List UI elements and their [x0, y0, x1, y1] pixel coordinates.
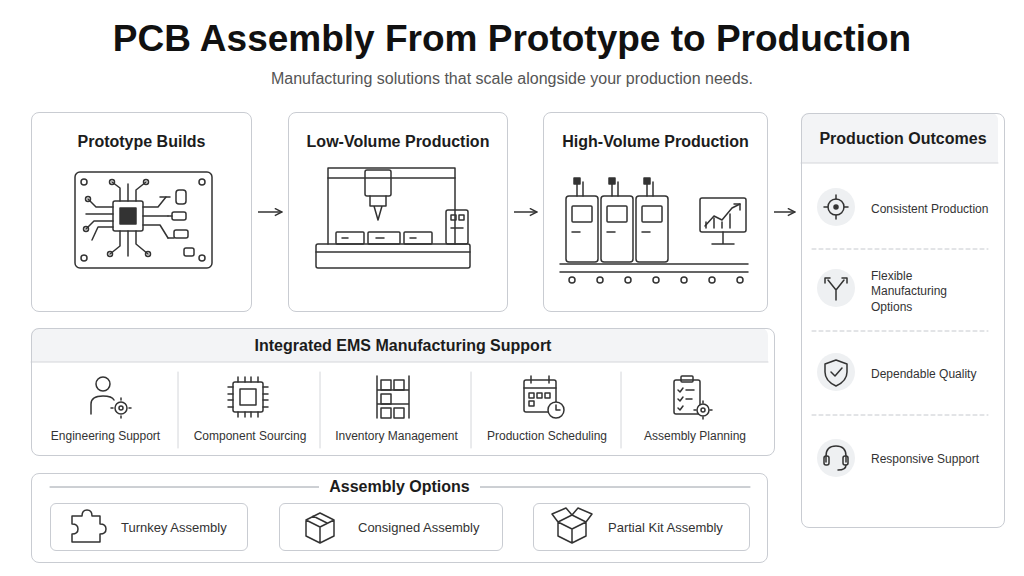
outcome-item: Dependable Quality: [802, 334, 997, 416]
node-label: Flexible Manufacturing Options: [871, 269, 991, 316]
node-label: Assembly Planning: [644, 429, 746, 443]
node-label: Consistent Production: [871, 202, 988, 218]
options-panel: Assembly OptionsTurnkey Assembly Consigne…: [31, 473, 768, 563]
node-label: Turnkey Assembly: [121, 520, 227, 535]
node-label: Low-Volume Production: [307, 133, 490, 150]
node-label: Consigned Assembly: [358, 520, 479, 535]
stage-box: High-Volume Production: [543, 112, 768, 312]
node-label: Inventory Management: [335, 429, 458, 443]
node-label: Engineering Support: [51, 429, 160, 443]
panel-heading: Integrated EMS Manufacturing Support: [32, 329, 774, 363]
panel-heading: Production Outcomes: [802, 114, 1004, 164]
option-box: Consigned Assembly: [279, 503, 503, 551]
node-label: Production Scheduling: [487, 429, 607, 443]
outcome-item: Consistent Production: [802, 172, 997, 248]
flow-arrow: [514, 211, 537, 213]
option-box: Turnkey Assembly: [50, 503, 248, 551]
node-label: Responsive Support: [871, 452, 979, 468]
stage-box: Low-Volume Production: [288, 112, 508, 312]
node-label: Partial Kit Assembly: [608, 520, 723, 535]
ems-panel: Integrated EMS Manufacturing SupportEngi…: [31, 328, 775, 456]
flow-arrow: [774, 211, 795, 213]
outcome-item: Responsive Support: [802, 418, 997, 502]
subtitle-label: Manufacturing solutions that scale along…: [0, 70, 1024, 88]
ems-item: Engineering Support: [32, 365, 179, 455]
node-label: Dependable Quality: [871, 367, 976, 383]
panel-heading: Assembly Options: [32, 478, 767, 496]
node-label: Prototype Builds: [77, 133, 205, 150]
node-label: Component Sourcing: [194, 429, 307, 443]
stage-box: Prototype Builds: [31, 112, 252, 312]
heading-text: Assembly Options: [319, 478, 479, 495]
outcome-item: Flexible Manufacturing Options: [802, 252, 997, 332]
outcomes-panel: Production OutcomesConsistent Production…: [801, 113, 1005, 528]
diagram-title: PCB Assembly From Prototype to Productio…: [0, 18, 1024, 60]
ems-item: Component Sourcing: [179, 365, 321, 455]
ems-item: Production Scheduling: [472, 365, 622, 455]
ems-item: Assembly Planning: [622, 365, 768, 455]
option-box: Partial Kit Assembly: [533, 503, 750, 551]
flow-arrow: [258, 211, 282, 213]
node-label: High-Volume Production: [562, 133, 748, 150]
ems-item: Inventory Management: [321, 365, 472, 455]
